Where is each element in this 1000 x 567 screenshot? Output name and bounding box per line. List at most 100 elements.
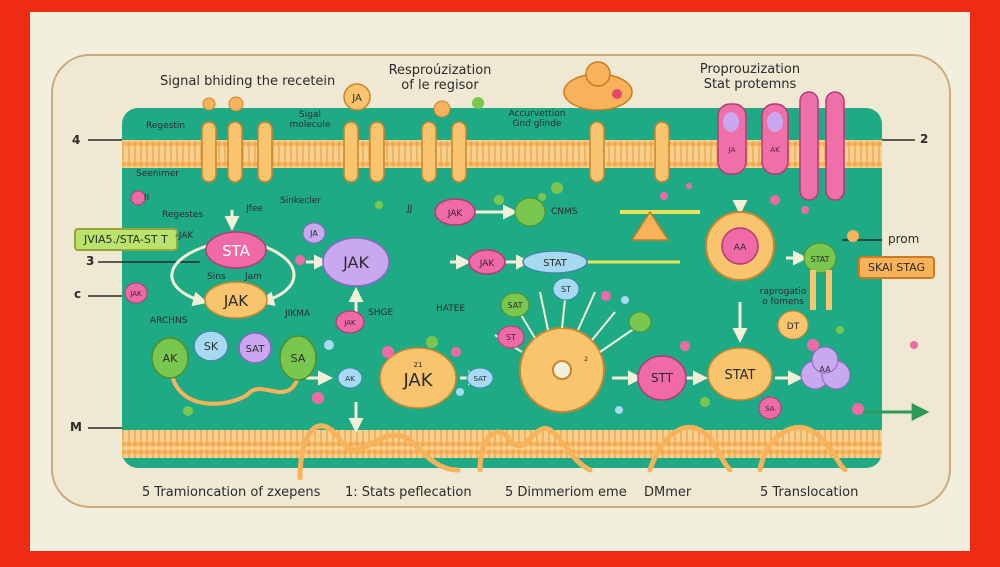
molecule-labels: JA STA JAK JAK JAK JAK JAK JAK JA JAK ST… xyxy=(129,93,831,413)
stat-label: STAT xyxy=(724,368,755,383)
receptor-cap xyxy=(767,112,783,132)
top-membrane xyxy=(122,140,882,168)
sa-pink xyxy=(758,396,782,420)
receptor-cap xyxy=(723,112,739,132)
receptor-ja-text: JA xyxy=(728,146,736,154)
jak-small-2 xyxy=(468,249,506,275)
step-label-1: 5 Tramioncation of zxepens xyxy=(142,485,321,500)
cnms-node xyxy=(514,197,546,227)
jak-mini xyxy=(124,282,148,304)
signal-molecule-label-1: Sigal xyxy=(299,110,321,120)
activation-label-1: Accurvettion xyxy=(508,109,566,119)
jak-small-3 xyxy=(335,310,365,334)
jak-big-1-label: JAK xyxy=(342,253,369,272)
sat-label: SAT xyxy=(246,344,266,355)
side-label-m: M xyxy=(70,420,82,434)
ligand-ball xyxy=(202,97,216,111)
jak-tiny-label: AK xyxy=(345,375,355,383)
stat-capsule-label: STAT xyxy=(543,258,568,269)
jak-big-1 xyxy=(322,237,390,287)
ja-ligand-label: JA xyxy=(351,93,362,104)
jam-label: Jam xyxy=(245,272,262,282)
ligand-ball xyxy=(433,100,451,118)
stat-node xyxy=(707,347,773,401)
side-label-4: 4 xyxy=(72,133,81,147)
archns-label: ARCHNS xyxy=(150,316,188,326)
step-label-2: 1: Stats peflecation xyxy=(345,485,472,500)
jak-small-2-label: JAK xyxy=(479,259,496,269)
regestin-label: Regestin xyxy=(146,121,186,131)
stat-green-label: STAT xyxy=(810,255,829,264)
sinkecler-label: Sinkecler xyxy=(280,196,322,206)
repro-label-1: Resproúzization xyxy=(388,63,492,78)
signal-molecule-label-2: molecule xyxy=(289,120,331,130)
sat-node xyxy=(500,292,530,318)
stat-stalk xyxy=(810,270,816,310)
jak-big-2 xyxy=(379,347,457,409)
reprogation-label-2: o fomens xyxy=(762,297,804,307)
stat-stalk xyxy=(826,270,832,310)
sat-node-label: SAT xyxy=(508,301,523,310)
transmembrane-chains xyxy=(297,423,848,481)
regestes-label: Regestes xyxy=(162,210,204,220)
ligand-ball xyxy=(228,96,244,112)
repro-label-2: of le regisor xyxy=(401,78,479,93)
st-node-2 xyxy=(628,311,652,333)
st-node-3 xyxy=(497,325,525,349)
jfee-label: Jfee xyxy=(246,204,263,214)
st-node-3-label: ST xyxy=(506,333,516,342)
sa-label: SA xyxy=(291,352,306,365)
num-2-label: 2 xyxy=(584,356,588,363)
left-tag: JVIA5./STA-ST T xyxy=(74,228,178,251)
right-tag: SKAI STAG xyxy=(858,256,935,279)
propro-label-2: Stat protemns xyxy=(703,77,797,92)
ja-small-label: JA xyxy=(309,229,318,238)
stt-node xyxy=(637,355,687,401)
dt-label: DT xyxy=(787,322,800,332)
ligand-dot xyxy=(612,89,622,99)
side-label-c: c xyxy=(74,287,82,301)
st-node xyxy=(552,277,580,301)
jak-mini-label: JAK xyxy=(129,290,142,298)
cnms-label: CNMS xyxy=(551,207,578,217)
sat-small-label: SAT xyxy=(473,375,487,383)
receptor-dimers xyxy=(201,121,670,183)
side-label-2: 2 xyxy=(920,132,929,146)
sta-left xyxy=(205,231,267,269)
st-node-label: ST xyxy=(561,285,571,294)
propro-label-1: Proprouzization xyxy=(699,62,801,77)
jak-big-2-label: JAK xyxy=(402,370,433,391)
sta-label: STA xyxy=(222,242,251,260)
step-label-4: DMmer xyxy=(644,485,692,500)
num-21-label: 21 xyxy=(414,361,423,369)
pathway-arrows xyxy=(224,200,808,433)
step-label-5: 5 Translocation xyxy=(760,485,859,500)
dt-node xyxy=(777,310,809,340)
cycle-arrow-left xyxy=(170,243,211,307)
ligand-ball xyxy=(472,97,484,109)
sk-blob xyxy=(193,330,229,362)
sat-small xyxy=(466,367,494,389)
receptor-ak-text: AK xyxy=(770,146,780,154)
ak-label: AK xyxy=(163,352,179,365)
activation-label-2: Gnd glinde xyxy=(512,119,562,129)
aa-label: AA xyxy=(819,365,831,374)
central-hole xyxy=(552,360,572,380)
sk-label: SK xyxy=(204,340,219,353)
stat-capsule xyxy=(522,250,588,274)
ak-small xyxy=(337,367,363,389)
step-label-3: 5 Dimmeriom eme xyxy=(505,485,627,500)
signal-binding-label: Signal bhiding the recetein xyxy=(160,74,336,89)
reprogation-label-1: raprogatio xyxy=(759,287,807,297)
aa-dimer xyxy=(811,346,839,374)
jak-small-3-label: JAK xyxy=(343,319,356,327)
ii-label: II xyxy=(144,193,150,203)
scattered-molecules xyxy=(130,182,918,416)
kinase-triangle xyxy=(630,210,670,241)
ja-small xyxy=(302,222,326,244)
stt-label: STT xyxy=(651,371,674,385)
sa-blob xyxy=(279,335,317,381)
side-label-3: 3 xyxy=(86,254,95,268)
